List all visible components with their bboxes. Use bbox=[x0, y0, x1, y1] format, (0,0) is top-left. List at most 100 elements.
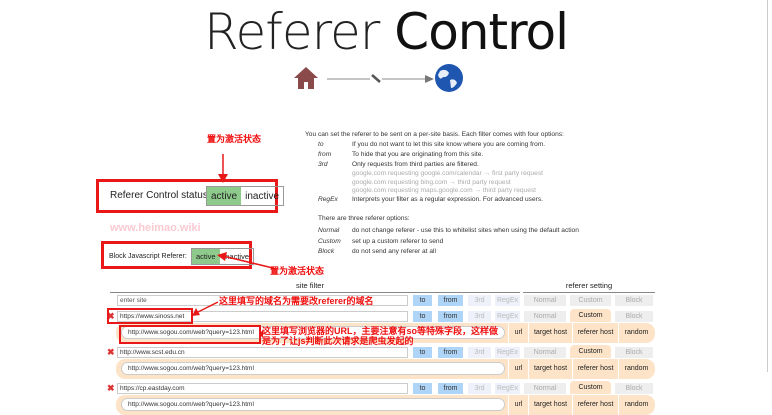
custom-button[interactable]: Custom bbox=[570, 309, 611, 322]
arrow-left-icon bbox=[217, 252, 274, 269]
to-button[interactable]: to bbox=[413, 347, 432, 358]
referer-setting-header: referer setting bbox=[565, 281, 613, 290]
status-inactive-button[interactable]: inactive bbox=[245, 190, 280, 202]
arrow-left-icon bbox=[192, 301, 219, 316]
custom-referer-input[interactable]: http://www.sogou.com/web?query=123.html bbox=[121, 362, 505, 375]
js-referer-toggle: active inactive bbox=[191, 248, 255, 265]
regex-button[interactable]: RegEx bbox=[495, 383, 520, 394]
js-referer-highlight bbox=[101, 241, 252, 269]
url-annotation-2: 是为了让js判断此次请求是爬虫发起的 bbox=[262, 336, 414, 346]
custom-referer-input[interactable]: http://www.sogou.com/web?query=123.html bbox=[121, 398, 505, 411]
watermark: www.heimao.wiki bbox=[110, 222, 201, 234]
js-inactive-button[interactable]: inactive bbox=[223, 252, 250, 261]
help-option-definition: do not change referer - use this to whit… bbox=[352, 227, 579, 234]
delete-icon[interactable]: ✖ bbox=[107, 347, 115, 357]
title-light: Referer bbox=[203, 3, 380, 61]
regex-button[interactable]: RegEx bbox=[495, 295, 520, 306]
target-host-button[interactable]: target host bbox=[528, 395, 572, 415]
block-button[interactable]: Block bbox=[615, 347, 653, 358]
help-definition: Interprets your filter as a regular expr… bbox=[352, 196, 543, 203]
help-options-intro: There are three referer options: bbox=[318, 215, 410, 222]
from-button[interactable]: from bbox=[438, 311, 463, 322]
help-option-term: Block bbox=[318, 248, 335, 255]
house-icon bbox=[294, 67, 318, 89]
regex-button[interactable]: RegEx bbox=[495, 311, 520, 322]
target-host-button[interactable]: target host bbox=[528, 323, 572, 343]
url-annotation-1: 这里填写浏览器的URL，主要注意有so等特殊字段，这样做 bbox=[262, 326, 499, 336]
site-input[interactable]: https://cp.eastday.com bbox=[117, 383, 408, 394]
domain-highlight bbox=[107, 308, 193, 324]
referer-host-button[interactable]: referer host bbox=[572, 359, 618, 379]
third-party-button[interactable]: 3rd bbox=[468, 311, 491, 322]
help-term: to bbox=[318, 141, 324, 148]
random-button[interactable]: random bbox=[618, 323, 654, 343]
from-button[interactable]: from bbox=[438, 383, 463, 394]
arrow-down-icon bbox=[218, 154, 228, 183]
random-button[interactable]: random bbox=[618, 395, 654, 415]
delete-icon[interactable]: ✖ bbox=[107, 383, 115, 393]
custom-button[interactable]: Custom bbox=[570, 295, 611, 306]
regex-button[interactable]: RegEx bbox=[495, 347, 520, 358]
wrench-icon bbox=[371, 74, 381, 83]
from-button[interactable]: from bbox=[438, 295, 463, 306]
js-active-button[interactable]: active bbox=[192, 249, 220, 264]
site-filter-header: site filter bbox=[296, 281, 324, 290]
third-party-button[interactable]: 3rd bbox=[468, 295, 491, 306]
help-term: 3rd bbox=[318, 161, 328, 168]
to-button[interactable]: to bbox=[413, 295, 432, 306]
help-definition: Only requests from third parties are fil… bbox=[352, 161, 479, 168]
status-toggle: active inactive bbox=[206, 186, 285, 206]
normal-button[interactable]: Normal bbox=[524, 311, 566, 322]
logo-flow-icons bbox=[294, 64, 463, 92]
url-highlight bbox=[119, 325, 261, 344]
referer-host-button[interactable]: referer host bbox=[572, 395, 618, 415]
custom-button[interactable]: Custom bbox=[570, 345, 611, 358]
help-term: from bbox=[318, 151, 332, 158]
from-button[interactable]: from bbox=[438, 347, 463, 358]
to-button[interactable]: to bbox=[413, 311, 432, 322]
normal-button[interactable]: Normal bbox=[524, 347, 566, 358]
help-option-definition: do not send any referer at all bbox=[352, 248, 436, 255]
status-active-button[interactable]: active bbox=[207, 187, 242, 205]
url-button[interactable]: url bbox=[508, 359, 528, 379]
help-example: google.com requesting bing.com → third p… bbox=[352, 178, 511, 186]
block-button[interactable]: Block bbox=[615, 383, 653, 394]
to-button[interactable]: to bbox=[413, 383, 432, 394]
site-input[interactable]: http://www.scst.edu.cn bbox=[117, 347, 408, 358]
new-site-input[interactable]: enter site bbox=[117, 295, 408, 306]
app-title: Referer Control bbox=[0, 4, 772, 60]
arrow-icon bbox=[425, 75, 434, 83]
third-party-button[interactable]: 3rd bbox=[468, 383, 491, 394]
custom-referer-input[interactable]: http://www.sogou.com/web?query=123.html bbox=[121, 326, 505, 339]
help-definition: To hide that you are originating from th… bbox=[352, 151, 484, 158]
block-button[interactable]: Block bbox=[615, 295, 653, 306]
url-button[interactable]: url bbox=[508, 323, 528, 343]
referer-host-button[interactable]: referer host bbox=[572, 323, 618, 343]
help-option-term: Normal bbox=[318, 227, 340, 234]
js-referer-label: Block Javascript Referer: bbox=[109, 253, 187, 260]
url-button[interactable]: url bbox=[508, 395, 528, 415]
help-example: google.com requesting google.com/calenda… bbox=[352, 170, 543, 177]
help-option-definition: set up a custom referer to send bbox=[352, 237, 444, 245]
delete-icon[interactable]: ✖ bbox=[107, 311, 115, 321]
custom-button[interactable]: Custom bbox=[570, 381, 611, 394]
scrollbar-track[interactable] bbox=[767, 0, 768, 372]
status-label: Referer Control status: bbox=[110, 190, 211, 201]
status-highlight bbox=[96, 179, 278, 213]
block-button[interactable]: Block bbox=[615, 311, 653, 322]
domain-annotation: 这里填写的域名为需要改referer的域名 bbox=[219, 296, 374, 306]
target-host-button[interactable]: target host bbox=[528, 359, 572, 379]
help-definition: If you do not want to let this site know… bbox=[352, 141, 546, 148]
normal-button[interactable]: Normal bbox=[524, 295, 566, 306]
globe-icon bbox=[435, 64, 463, 92]
js-annotation: 置为激活状态 bbox=[270, 266, 325, 276]
random-button[interactable]: random bbox=[618, 359, 654, 379]
third-party-button[interactable]: 3rd bbox=[468, 347, 491, 358]
normal-button[interactable]: Normal bbox=[524, 383, 566, 394]
help-intro: You can set the referer to be sent on a … bbox=[305, 131, 564, 138]
help-term: RegEx bbox=[318, 196, 338, 203]
arrow-left-icon bbox=[259, 330, 263, 338]
help-option-term: Custom bbox=[318, 237, 341, 245]
help-example: google.com requesting maps.google.com → … bbox=[352, 187, 536, 194]
site-input[interactable]: https://www.sinoss.net bbox=[117, 311, 408, 322]
